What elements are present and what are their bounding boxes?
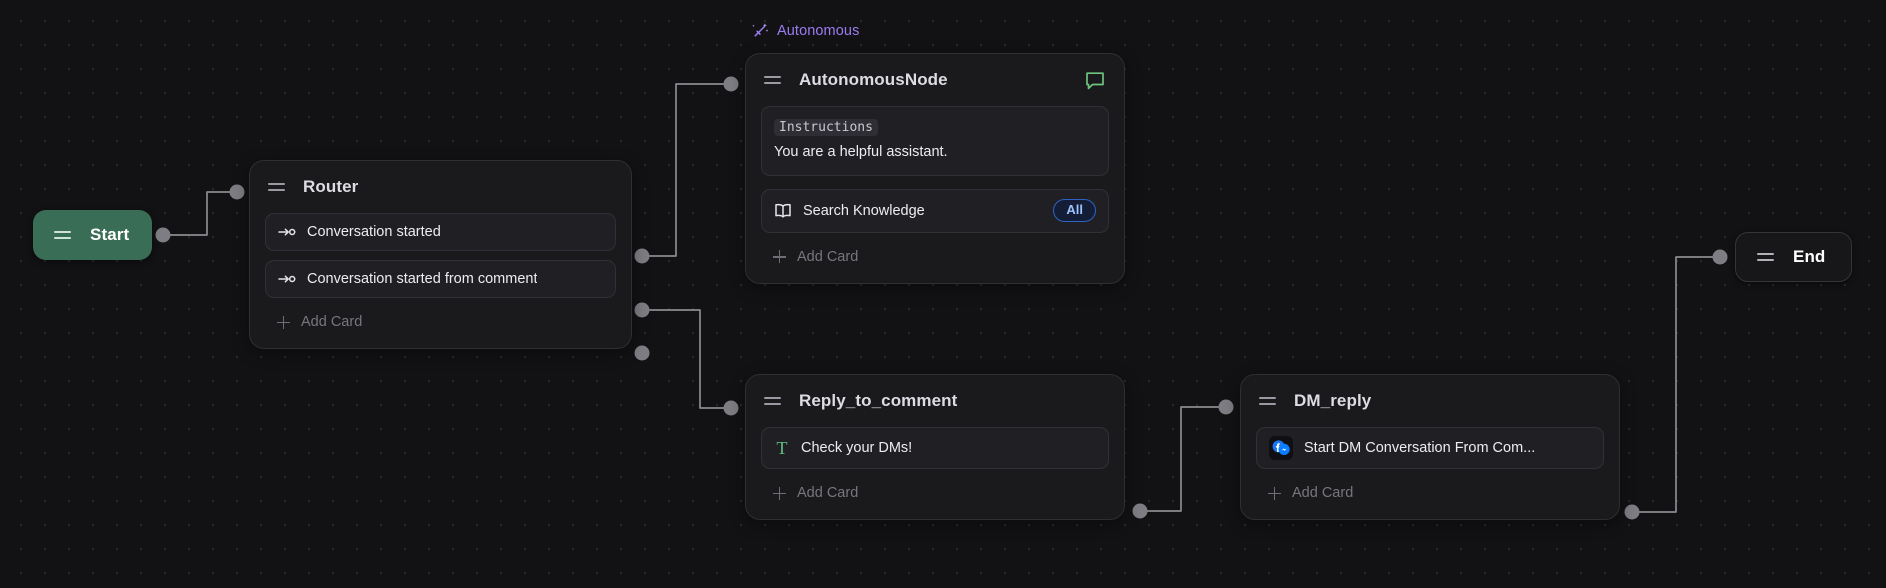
plus-icon bbox=[1268, 486, 1281, 500]
port-router-output-1[interactable] bbox=[634, 248, 650, 264]
dm-card-label: Start DM Conversation From Com... bbox=[1304, 440, 1536, 456]
node-router-header[interactable]: Router bbox=[265, 161, 616, 213]
router-add-card-button[interactable]: Add Card bbox=[265, 309, 616, 335]
node-autonomous-header[interactable]: AutonomousNode bbox=[761, 54, 1109, 106]
node-dm-title: DM_reply bbox=[1294, 391, 1372, 410]
instructions-tag: Instructions bbox=[774, 119, 878, 136]
node-end-label: End bbox=[1793, 247, 1826, 266]
trigger-arrow-icon bbox=[278, 225, 296, 239]
node-dm-reply[interactable]: DM_reply Start DM Conversation From Com.… bbox=[1240, 374, 1620, 520]
edge-reply-to-dm bbox=[1139, 406, 1227, 512]
drag-handle-icon[interactable] bbox=[1757, 253, 1774, 261]
node-reply-title: Reply_to_comment bbox=[799, 391, 958, 410]
trigger-arrow-icon bbox=[278, 272, 296, 286]
plus-icon bbox=[773, 250, 786, 264]
router-card-label: Conversation started bbox=[307, 224, 441, 240]
dm-card-start-dm-conversation[interactable]: Start DM Conversation From Com... bbox=[1256, 427, 1604, 469]
node-reply-header[interactable]: Reply_to_comment bbox=[761, 375, 1109, 427]
text-t-icon: T bbox=[776, 438, 788, 458]
node-router-title: Router bbox=[303, 177, 359, 196]
port-router-output-2[interactable] bbox=[634, 302, 650, 318]
drag-handle-icon[interactable] bbox=[268, 183, 285, 191]
chat-bubble-icon[interactable] bbox=[1084, 69, 1106, 91]
dm-add-card-label: Add Card bbox=[1292, 485, 1354, 501]
reply-add-card-label: Add Card bbox=[797, 485, 859, 501]
book-icon bbox=[774, 202, 792, 219]
instructions-body: You are a helpful assistant. bbox=[774, 144, 948, 160]
router-card-conversation-started[interactable]: Conversation started bbox=[265, 213, 616, 251]
knowledge-scope-badge[interactable]: All bbox=[1053, 199, 1096, 223]
autonomous-card-label: Search Knowledge bbox=[803, 202, 925, 219]
router-card-label: Conversation started from comment bbox=[307, 271, 538, 287]
instructions-block[interactable]: Instructions You are a helpful assistant… bbox=[761, 106, 1109, 176]
port-router-input[interactable] bbox=[229, 184, 245, 200]
port-dm-input[interactable] bbox=[1218, 399, 1234, 415]
node-router[interactable]: Router Conversation started bbox=[249, 160, 632, 349]
port-reply-input[interactable] bbox=[723, 400, 739, 416]
node-dm-header[interactable]: DM_reply bbox=[1256, 375, 1604, 427]
edge-router-to-reply bbox=[641, 309, 732, 409]
plus-icon bbox=[277, 315, 290, 329]
port-reply-output[interactable] bbox=[1132, 503, 1148, 519]
edge-router-to-autonomous bbox=[641, 83, 732, 257]
messenger-icon bbox=[1269, 436, 1293, 460]
drag-handle-icon[interactable] bbox=[764, 76, 781, 84]
reply-card-check-your-dms[interactable]: T Check your DMs! bbox=[761, 427, 1109, 469]
drag-handle-icon[interactable] bbox=[54, 231, 71, 239]
group-label-text: Autonomous bbox=[777, 22, 860, 39]
plus-icon bbox=[773, 486, 786, 500]
magic-wand-icon bbox=[752, 22, 769, 39]
edge-dm-to-end bbox=[1631, 256, 1721, 513]
port-start-output[interactable] bbox=[155, 227, 171, 243]
drag-handle-icon[interactable] bbox=[764, 397, 781, 405]
reply-card-label: Check your DMs! bbox=[801, 440, 913, 456]
router-add-card-label: Add Card bbox=[301, 314, 363, 330]
port-router-output-3[interactable] bbox=[634, 345, 650, 361]
node-autonomous[interactable]: AutonomousNode Instructions You are a he… bbox=[745, 53, 1125, 284]
port-end-input[interactable] bbox=[1712, 249, 1728, 265]
port-dm-output[interactable] bbox=[1624, 504, 1640, 520]
edge-start-to-router bbox=[162, 191, 238, 236]
node-autonomous-title: AutonomousNode bbox=[799, 70, 948, 89]
autonomous-add-card-label: Add Card bbox=[797, 248, 859, 265]
dm-add-card-button[interactable]: Add Card bbox=[1256, 480, 1604, 506]
node-reply-to-comment[interactable]: Reply_to_comment T Check your DMs! Add C… bbox=[745, 374, 1125, 520]
node-end[interactable]: End bbox=[1735, 232, 1852, 282]
node-start[interactable]: Start bbox=[33, 210, 152, 260]
node-start-label: Start bbox=[90, 225, 130, 244]
reply-add-card-button[interactable]: Add Card bbox=[761, 480, 1109, 506]
autonomous-card-search-knowledge[interactable]: Search Knowledge All bbox=[761, 188, 1109, 233]
group-label-autonomous: Autonomous bbox=[752, 22, 859, 39]
port-autonomous-input[interactable] bbox=[723, 76, 739, 92]
autonomous-add-card-button[interactable]: Add Card bbox=[761, 244, 1109, 270]
drag-handle-icon[interactable] bbox=[1259, 397, 1276, 405]
router-card-conversation-started-from-comment[interactable]: Conversation started from comment bbox=[265, 260, 616, 298]
